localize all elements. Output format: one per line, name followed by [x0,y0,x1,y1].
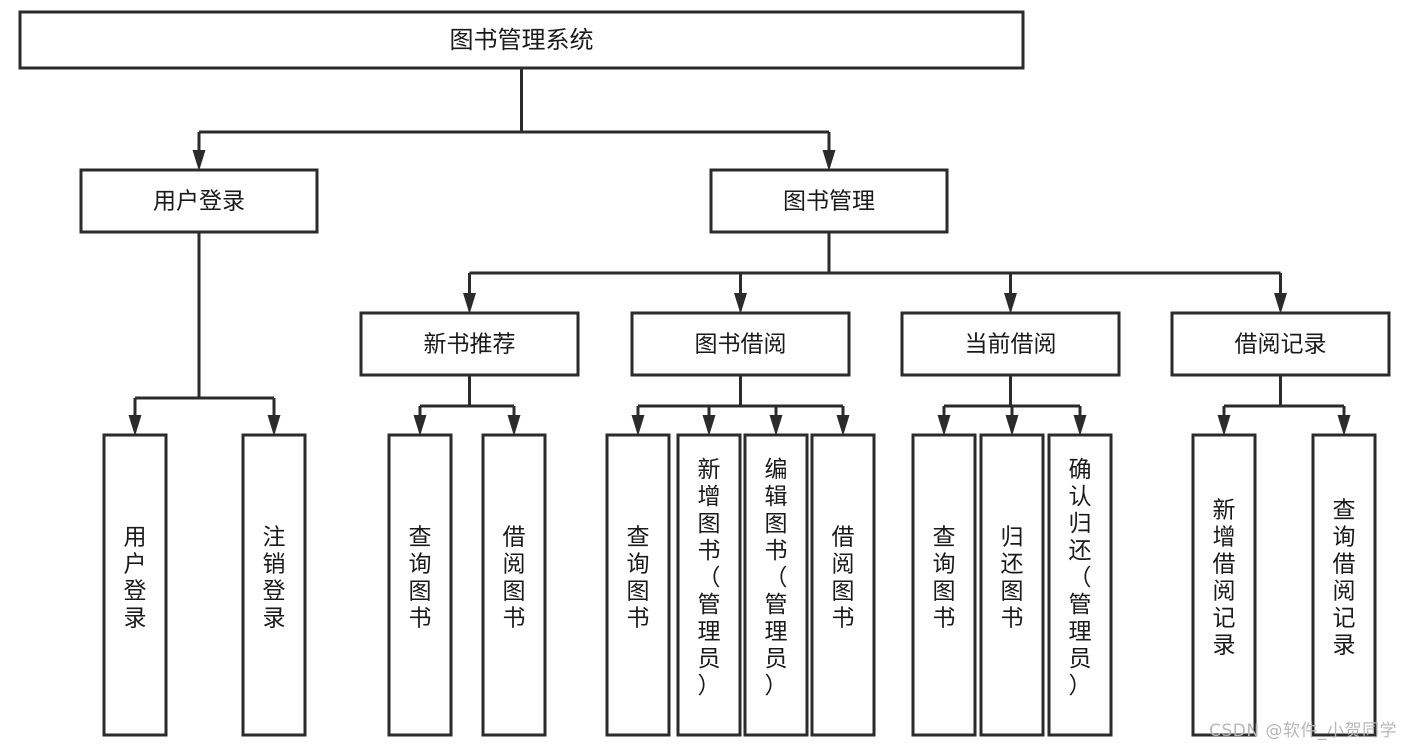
diagram-node-leaf-current-confirm-return[interactable]: 确认归还（管理员） [1047,433,1113,737]
arrow-head-icon [631,415,645,436]
arrow-head-icon [267,415,281,436]
arrow-head-icon [507,415,521,436]
diagram-node-user-login[interactable]: 用户登录 [79,168,319,234]
diagram-node-leaf-user-login[interactable]: 用户登录 [102,433,168,737]
node-label: 归还图书 [1001,525,1024,632]
diagram-node-book-manage[interactable]: 图书管理 [709,168,949,234]
arrow-head-icon [1274,293,1287,314]
diagram-node-borrow-record[interactable]: 借阅记录 [1170,311,1391,377]
node-box [1191,433,1257,737]
arrow-head-icon [836,415,850,436]
arrow-head-icon [1337,415,1351,436]
node-box [676,433,742,737]
node-label: 编辑图书（管理员） [765,457,788,699]
node-box [979,433,1045,737]
node-box [900,311,1121,377]
node-box [241,433,307,737]
diagram-node-leaf-borrow-query-book[interactable]: 查询图书 [605,433,671,737]
node-label: 借阅图书 [503,525,526,632]
node-label: 注销登录 [263,525,286,632]
connector-layer [128,68,1351,436]
node-label: 当前借阅 [965,332,1057,358]
diagram-node-leaf-borrow-borrow-book[interactable]: 借阅图书 [810,433,876,737]
node-label: 查询借阅记录 [1333,498,1356,659]
arrow-head-icon [413,415,427,436]
node-box [630,311,851,377]
node-label: 新增借阅记录 [1213,498,1236,659]
arrow-head-icon [937,415,951,436]
arrow-head-icon [1073,415,1087,436]
arrow-head-icon [463,293,476,314]
node-box [359,311,580,377]
node-label: 用户登录 [153,189,245,215]
node-box [1311,433,1377,737]
diagram-node-new-book-rec[interactable]: 新书推荐 [359,311,580,377]
node-box [911,433,977,737]
node-label: 借阅记录 [1235,332,1327,358]
node-label: 图书借阅 [695,332,787,358]
diagram-node-leaf-borrow-edit-book[interactable]: 编辑图书（管理员） [743,433,809,737]
diagram-node-leaf-current-return-book[interactable]: 归还图书 [979,433,1045,737]
node-box [481,433,547,737]
node-label: 查询图书 [627,525,650,632]
diagram-node-leaf-rec-borrow-book[interactable]: 借阅图书 [481,433,547,737]
node-label: 图书管理 [783,189,875,215]
diagram-node-leaf-record-query[interactable]: 查询借阅记录 [1311,433,1377,737]
node-box [18,10,1025,70]
node-label: 借阅图书 [832,525,855,632]
node-box [605,433,671,737]
arrow-head-icon [702,415,716,436]
diagram-node-leaf-user-logout[interactable]: 注销登录 [241,433,307,737]
diagram-node-leaf-record-add[interactable]: 新增借阅记录 [1191,433,1257,737]
arrow-head-icon [192,150,206,171]
node-layer: 图书管理系统用户登录图书管理新书推荐图书借阅当前借阅借阅记录用户登录注销登录查询… [18,10,1391,737]
node-label: 查询图书 [409,525,432,632]
arrow-head-icon [734,293,747,314]
node-box [79,168,319,234]
diagram-node-root[interactable]: 图书管理系统 [18,10,1025,70]
diagram-node-current-borrow[interactable]: 当前借阅 [900,311,1121,377]
arrow-head-icon [1004,293,1017,314]
diagram-node-leaf-rec-query-book[interactable]: 查询图书 [387,433,453,737]
node-label: 新书推荐 [424,332,516,358]
diagram-node-leaf-borrow-add-book[interactable]: 新增图书（管理员） [676,433,742,737]
node-box [102,433,168,737]
arrow-head-icon [128,415,142,436]
node-label: 图书管理系统 [450,26,594,54]
csdn-watermark: CSDN @软件_小贺同学 [1209,721,1397,741]
node-box [1047,433,1113,737]
diagram-node-leaf-current-query-book[interactable]: 查询图书 [911,433,977,737]
node-label: 用户登录 [124,525,147,632]
arrow-head-icon [1005,415,1019,436]
node-label: 新增图书（管理员） [698,457,721,699]
arrow-head-icon [769,415,783,436]
node-box [810,433,876,737]
node-box [709,168,949,234]
node-box [1170,311,1391,377]
diagram-node-book-borrow[interactable]: 图书借阅 [630,311,851,377]
arrow-head-icon [1217,415,1231,436]
arrow-head-icon [822,150,836,171]
node-label: 确认归还（管理员） [1069,457,1092,699]
node-label: 查询图书 [933,525,956,632]
node-box [387,433,453,737]
node-box [743,433,809,737]
